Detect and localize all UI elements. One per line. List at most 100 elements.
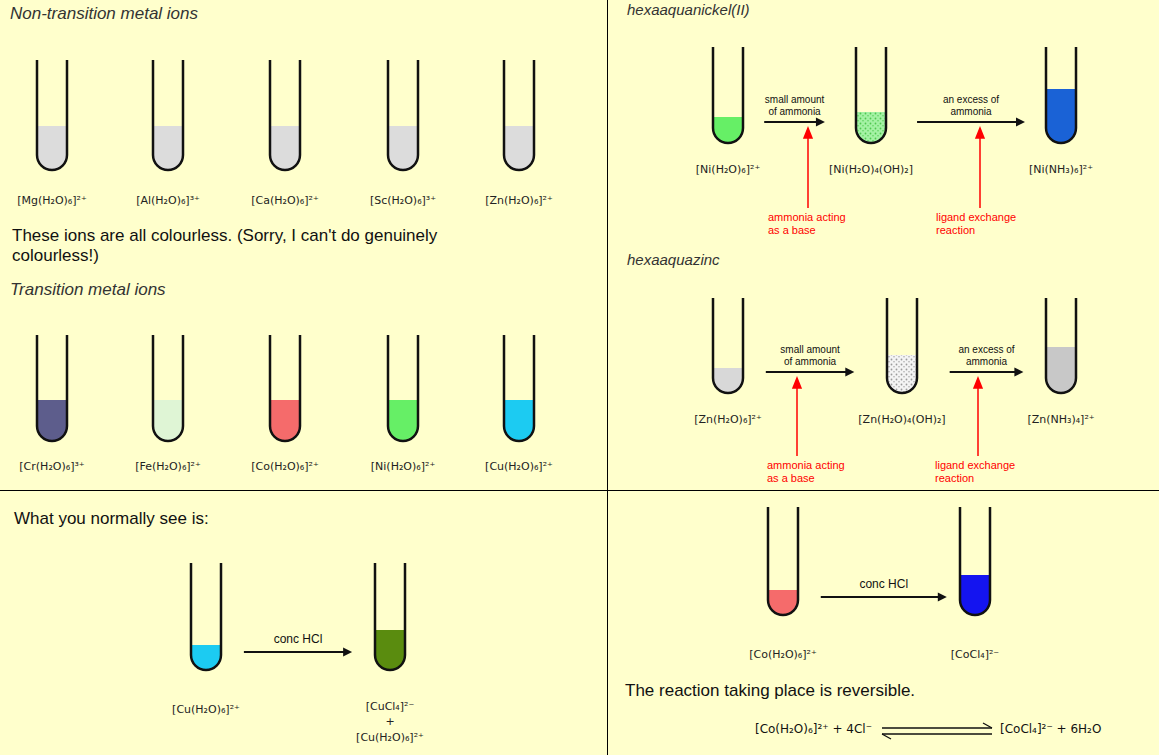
test-tube-node: [Cu(H₂O)₆]²⁺ <box>481 335 557 474</box>
formula-label: + <box>356 714 424 729</box>
equation-part: [CoCl₄]²⁻ + 6H₂O <box>1000 723 1101 737</box>
arrow-line <box>764 121 817 123</box>
reaction-arrow <box>764 118 825 127</box>
test-tube-node: [Co(H₂O)₆]²⁺ <box>745 507 821 662</box>
liquid <box>1046 89 1076 143</box>
arrowhead <box>1016 118 1025 127</box>
test-tube <box>268 60 302 172</box>
leader-arrows <box>793 128 984 456</box>
leader-arrowhead <box>974 378 982 388</box>
leader-arrowhead <box>793 378 801 388</box>
test-tube-node: [Ni(H₂O)₄(OH)₂] <box>825 47 917 177</box>
test-tube-node: [Mg(H₂O)₆]²⁺ <box>13 60 91 208</box>
test-tube <box>1044 298 1078 395</box>
test-tube <box>35 335 69 443</box>
tube-outline <box>375 563 405 670</box>
tube-outline <box>270 60 300 170</box>
formula-label: [Ni(NH₃)₆]²⁺ <box>1029 162 1093 177</box>
liquid <box>504 400 534 441</box>
arrow-label: conc HCl <box>859 578 908 592</box>
arrow-label: an excess of ammonia <box>936 94 1006 117</box>
test-tube <box>151 60 185 172</box>
panel-divider <box>607 0 608 755</box>
test-tube <box>711 47 745 145</box>
arrow-label: small amount of ammonia <box>760 94 830 117</box>
tube-outline <box>713 47 743 143</box>
tube-outline <box>504 60 534 170</box>
test-tube <box>35 60 69 172</box>
formula-label: [Co(H₂O)₆]²⁺ <box>749 647 817 662</box>
tube-outline <box>37 60 67 170</box>
formula-label: [Ni(H₂O)₄(OH)₂] <box>829 162 913 177</box>
leader-arrow <box>796 386 798 456</box>
test-tube <box>711 298 745 395</box>
formula-label: [Ca(H₂O)₆]²⁺ <box>251 193 319 208</box>
test-tube-node: [Ni(H₂O)₆]²⁺ <box>692 47 764 177</box>
liquid <box>1046 347 1076 393</box>
formula-label: [Zn(H₂O)₆]²⁺ <box>485 193 553 208</box>
forward-harpoon <box>882 727 992 728</box>
test-tube <box>854 47 888 145</box>
forward-harpoon-head <box>983 723 992 728</box>
tube-outline <box>713 298 743 393</box>
leader-arrow <box>979 136 981 208</box>
test-tube-node: [Ni(NH₃)₆]²⁺ <box>1025 47 1097 177</box>
test-tube-node: [CoCl₄]²⁻ <box>947 507 1003 662</box>
formula-label: [Fe(H₂O)₆]²⁺ <box>135 459 201 474</box>
formula-label: [Al(H₂O)₆]³⁺ <box>136 193 200 208</box>
test-tube-node: [Cu(H₂O)₆]²⁺ <box>168 563 244 717</box>
note: These ions are all colourless. (Sorry, I… <box>12 226 522 265</box>
heading: Transition metal ions <box>10 280 166 300</box>
arrow-label: an excess of ammonia <box>952 344 1022 367</box>
formula-label: [CoCl₄]²⁻ <box>951 647 999 662</box>
test-tube-node: [Co(H₂O)₆]²⁺ <box>247 335 323 474</box>
test-tube-node: [Ca(H₂O)₆]²⁺ <box>247 60 323 208</box>
formula-label: [Cr(H₂O)₆]³⁺ <box>19 459 84 474</box>
arrow-line <box>950 371 1016 373</box>
arrowhead <box>343 648 352 657</box>
liquid <box>37 400 67 441</box>
formula-label: [Cu(H₂O)₆]²⁺ <box>356 730 424 745</box>
reaction-arrow <box>244 648 352 657</box>
test-tube-node: [Fe(H₂O)₆]²⁺ <box>131 335 205 474</box>
reaction-arrow <box>950 368 1024 377</box>
tube-outline <box>504 335 534 441</box>
test-tube <box>386 60 420 172</box>
heading: hexaaquazinc <box>627 251 720 268</box>
tube-outline <box>768 507 798 615</box>
leader-arrowhead <box>976 128 984 138</box>
test-tube <box>502 60 536 172</box>
formula-label: [Ni(H₂O)₆]²⁺ <box>696 162 760 177</box>
liquid <box>270 400 300 441</box>
test-tube <box>373 563 407 672</box>
equilibrium-arrows <box>882 723 992 739</box>
arrow-line <box>821 596 939 598</box>
formula-label: [Mg(H₂O)₆]²⁺ <box>17 193 87 208</box>
test-tube-node: [Zn(H₂O)₄(OH)₂] <box>854 298 949 427</box>
tube-outline <box>856 47 886 143</box>
formula-label: [Zn(H₂O)₆]²⁺ <box>694 412 762 427</box>
test-tube-node: [Zn(H₂O)₆]²⁺ <box>690 298 766 427</box>
heading: hexaaquanickel(II) <box>627 1 750 18</box>
arrow-label: conc HCl <box>274 633 323 647</box>
reaction-arrow <box>766 368 855 377</box>
formula-label: [Zn(NH₃)₄]²⁺ <box>1027 412 1094 427</box>
test-tube-node: [Cr(H₂O)₆]³⁺ <box>15 335 88 474</box>
test-tube <box>958 507 992 617</box>
liquid <box>153 126 183 170</box>
equation-part: [Co(H₂O)₆]²⁺ + 4Cl⁻ <box>755 723 872 737</box>
tube-outline <box>388 60 418 170</box>
arrowhead <box>938 593 947 602</box>
annotation: ammonia acting as a base <box>768 211 860 236</box>
reaction-arrow <box>821 593 947 602</box>
test-tube <box>268 335 302 443</box>
tube-outline <box>270 335 300 441</box>
note: The reaction taking place is reversible. <box>625 681 915 701</box>
test-tube-node: [CuCl₄]²⁻+[Cu(H₂O)₆]²⁺ <box>352 563 428 745</box>
test-tube <box>502 335 536 443</box>
formula-label: [Ni(H₂O)₆]²⁺ <box>371 459 435 474</box>
arrow-label: small amount of ammonia <box>775 344 845 367</box>
test-tube <box>766 507 800 617</box>
liquid <box>153 400 183 441</box>
leader-arrowhead <box>804 128 812 138</box>
